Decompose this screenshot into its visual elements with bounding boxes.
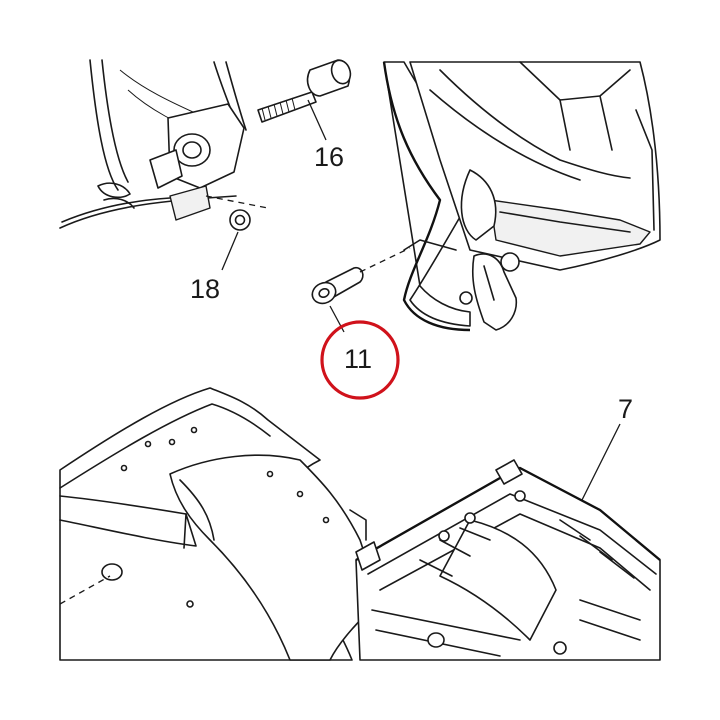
assembly-axis-frame — [59, 575, 111, 605]
callout-label-16: 16 — [314, 142, 344, 172]
handle-assembly-top-right — [382, 61, 661, 332]
bolt-part-16 — [257, 59, 352, 123]
leader-line-16 — [307, 99, 327, 141]
frame-part-7 — [355, 459, 661, 661]
washer-part-18 — [229, 209, 251, 231]
callout-label-7: 7 — [618, 394, 633, 424]
base-frame-lower — [59, 387, 381, 661]
leader-line-7 — [581, 423, 621, 501]
housing-assembly-top-left — [59, 59, 247, 229]
pin-part-11 — [311, 266, 364, 305]
callout-label-18: 18 — [190, 274, 220, 304]
assembly-axis-pin — [359, 247, 411, 273]
highlight-circle — [320, 320, 400, 400]
leader-line-18 — [221, 231, 239, 271]
callout-label-11: 11 — [344, 344, 372, 374]
